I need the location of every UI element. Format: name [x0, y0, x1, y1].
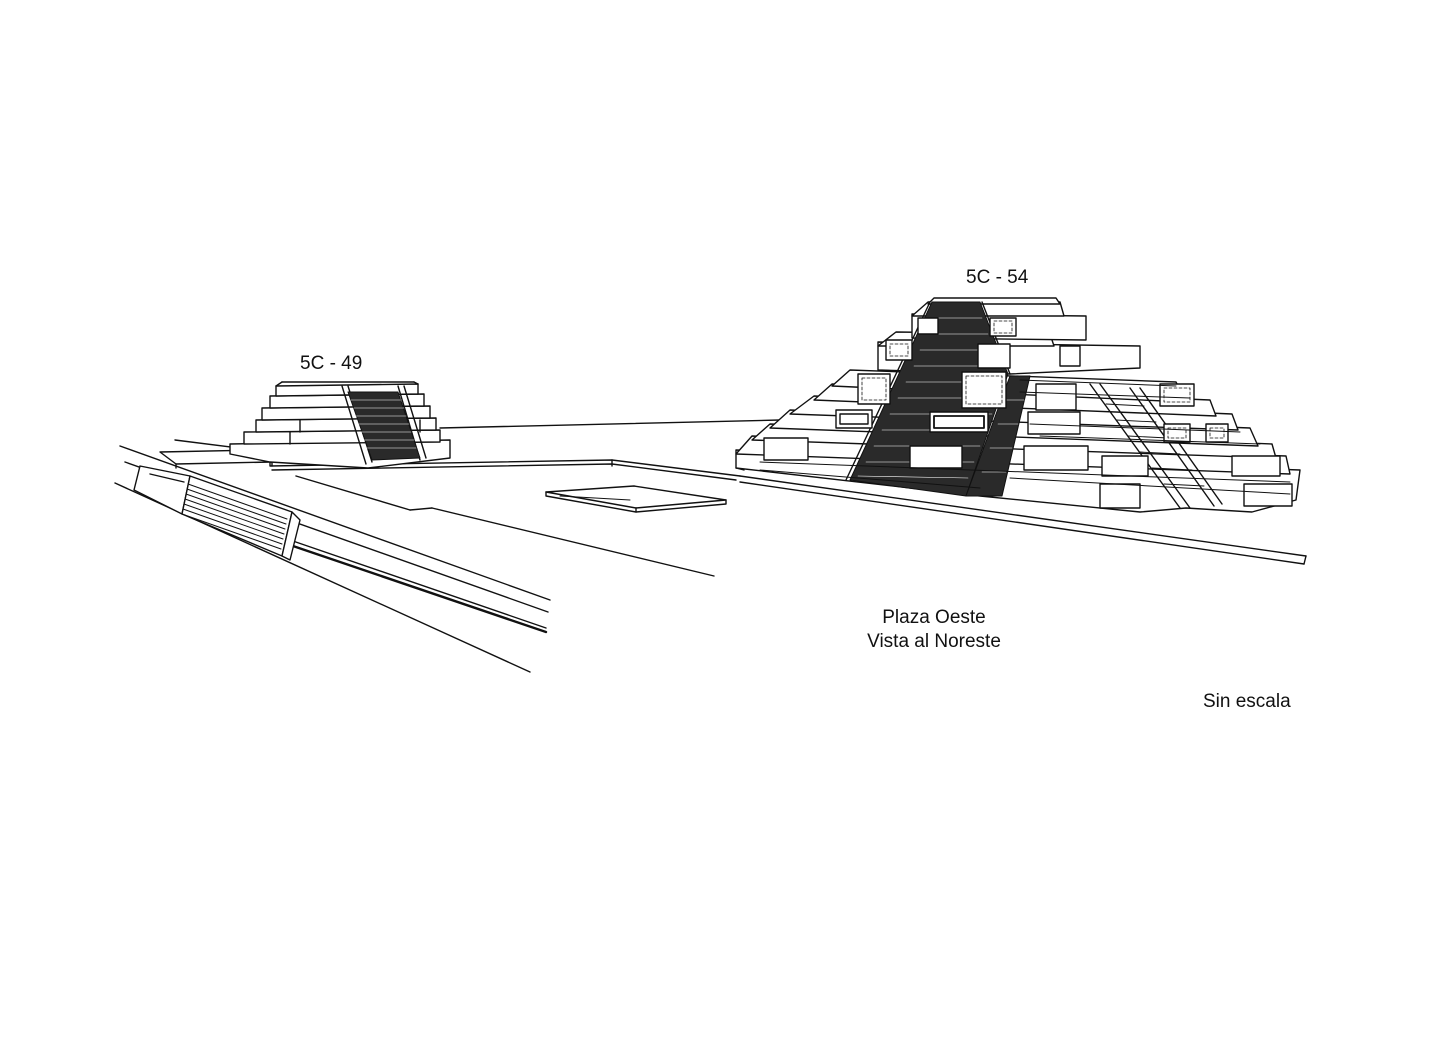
pyramid-5c-54: [735, 297, 1301, 513]
caption-title: Plaza Oeste: [882, 607, 986, 628]
foreground-bench: [133, 465, 301, 561]
caption: Plaza Oeste Vista al Noreste: [832, 606, 1036, 654]
plaza-walls: [269, 419, 1307, 577]
pyramid-5c-49: [229, 381, 451, 469]
central-altar: [545, 485, 727, 513]
structure-label-5c-49: 5C - 49: [300, 353, 363, 374]
caption-subtitle: Vista al Noreste: [867, 631, 1001, 652]
structure-label-5c-54: 5C - 54: [966, 267, 1029, 288]
scale-note: Sin escala: [1203, 691, 1291, 712]
